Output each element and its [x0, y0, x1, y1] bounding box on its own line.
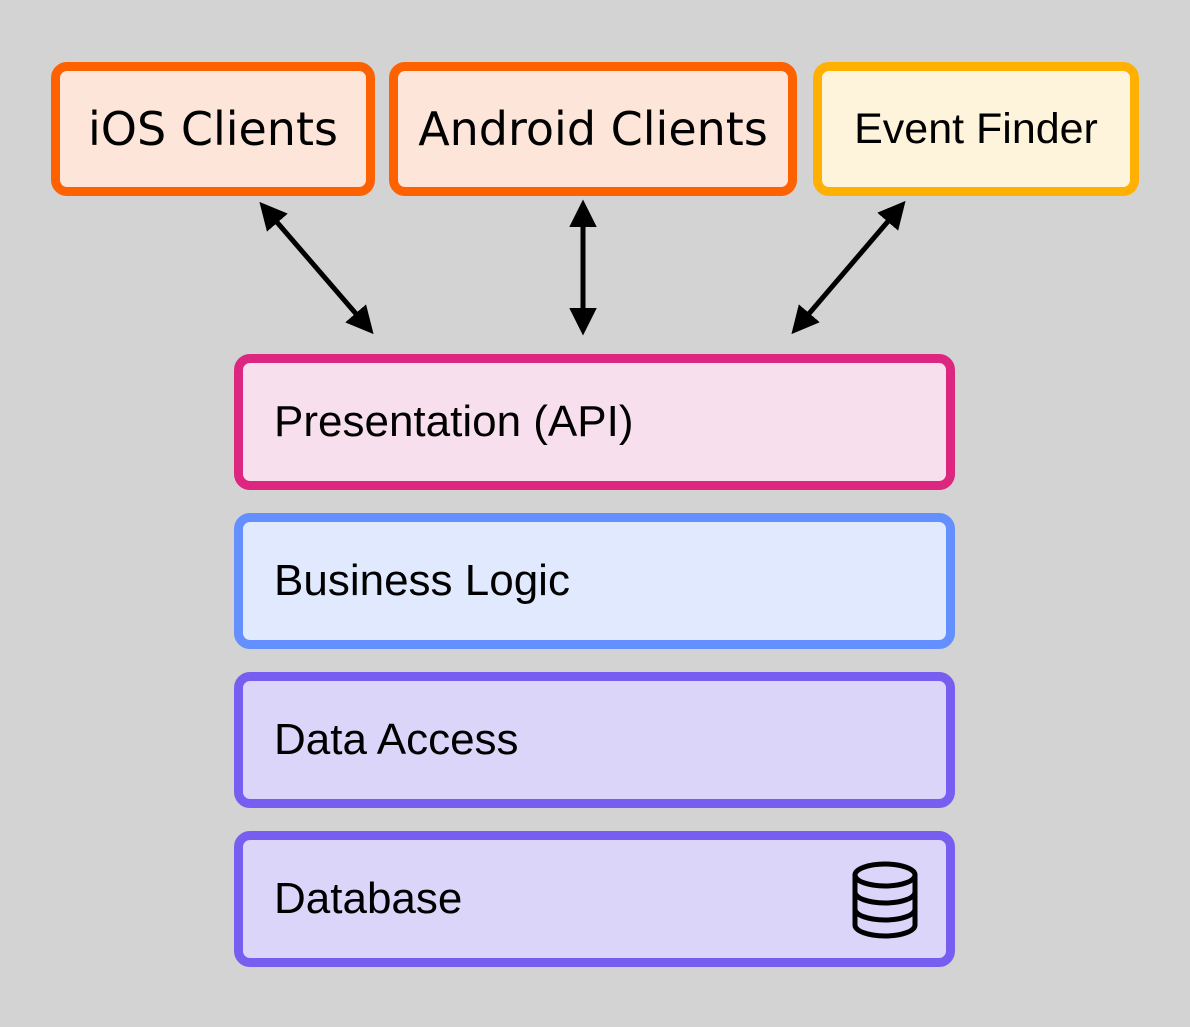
ios-to-presentation-arrow	[259, 201, 374, 335]
event-finder-to-presentation-arrow	[791, 200, 906, 335]
data-access-layer: Data Access	[234, 672, 955, 808]
event-finder-box: Event Finder	[813, 62, 1139, 196]
database-layer-label: Database	[274, 874, 463, 923]
ios-clients-label: iOS Clients	[88, 102, 338, 156]
presentation-layer-label: Presentation (API)	[274, 397, 634, 446]
ios-clients-box: iOS Clients	[51, 62, 375, 196]
data-access-layer-label: Data Access	[274, 715, 519, 764]
business-logic-layer-label: Business Logic	[274, 556, 570, 605]
presentation-layer: Presentation (API)	[234, 354, 955, 490]
database-layer: Database	[234, 831, 955, 967]
event-finder-label: Event Finder	[854, 104, 1098, 153]
business-logic-layer: Business Logic	[234, 513, 955, 649]
database-icon	[852, 861, 918, 939]
android-clients-box: Android Clients	[389, 62, 797, 196]
android-clients-label: Android Clients	[418, 102, 768, 156]
